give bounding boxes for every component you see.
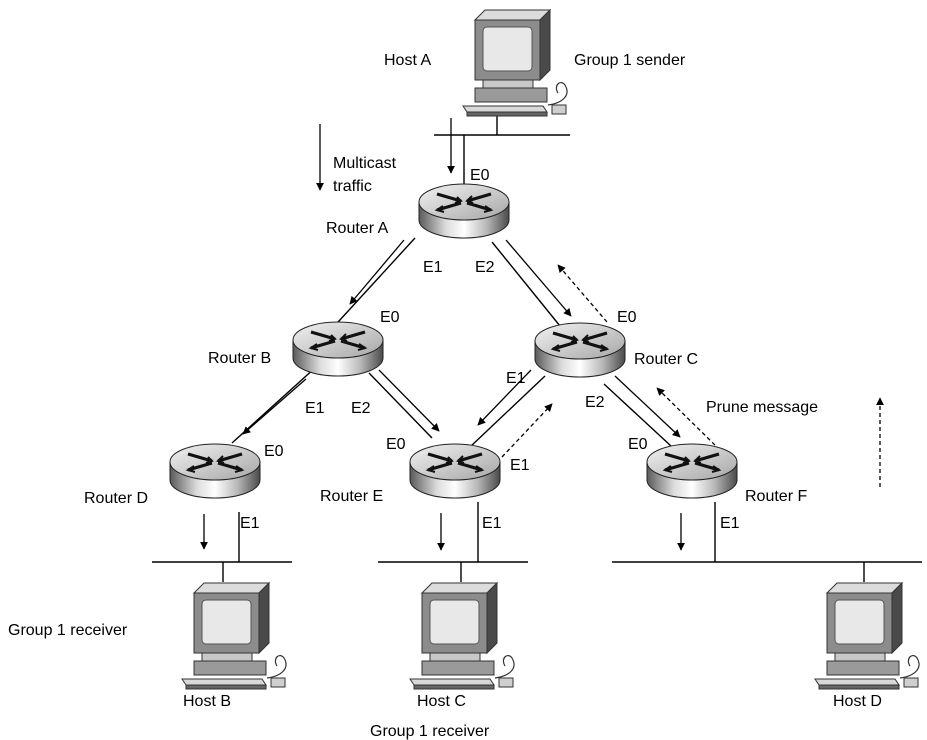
router-e-label: Router E <box>320 488 383 505</box>
prune-arrow-c-to-a <box>557 264 608 323</box>
router-a-label: Router A <box>326 220 389 237</box>
router-d-icon <box>168 442 262 500</box>
traffic-arrow-a-to-b <box>349 239 405 305</box>
router-c-e0-label: E0 <box>617 309 637 326</box>
host-b-computer-icon <box>181 582 287 690</box>
link-a-c <box>491 241 561 327</box>
link-a-b <box>327 237 416 334</box>
router-f-icon <box>645 442 739 500</box>
router-d-label: Router D <box>84 490 148 507</box>
router-c-icon <box>533 321 627 379</box>
legend-traffic-label-line1: Multicast <box>333 155 397 172</box>
link-b-d <box>231 366 317 444</box>
router-f-e0-label: E0 <box>628 436 648 453</box>
receiver-role-label-host-c: Group 1 receiver <box>370 723 490 740</box>
receiver-role-label-host-b: Group 1 receiver <box>8 622 128 639</box>
link-c-e <box>469 375 546 448</box>
traffic-arrow-c-to-f <box>614 375 681 438</box>
router-e-e1-side-label: E1 <box>510 457 530 474</box>
router-b-e2-label: E2 <box>351 400 371 417</box>
link-b-e <box>368 372 433 439</box>
traffic-arrow-c-to-e <box>477 369 532 426</box>
router-d-e1-label: E1 <box>240 515 260 532</box>
host-c-label: Host C <box>417 693 466 710</box>
router-a-e0-label: E0 <box>470 167 490 184</box>
router-b-e1-label: E1 <box>305 400 325 417</box>
router-d-e0-label: E0 <box>264 443 284 460</box>
router-b-label: Router B <box>208 350 271 367</box>
host-c-computer-icon <box>409 582 515 690</box>
router-c-e2-label: E2 <box>585 394 605 411</box>
router-c-label: Router C <box>634 351 698 368</box>
router-e-e0-label: E0 <box>386 436 406 453</box>
router-c-e1-label: E1 <box>506 370 526 387</box>
router-a-icon <box>417 182 511 240</box>
router-a-e1-label: E1 <box>423 259 443 276</box>
host-a-computer-icon <box>462 9 568 117</box>
traffic-arrow-a-to-c <box>505 239 572 317</box>
router-b-icon <box>291 320 385 378</box>
router-f-label: Router F <box>745 488 807 505</box>
router-f-e1-label: E1 <box>720 515 740 532</box>
router-e-icon <box>408 442 502 500</box>
host-b-label: Host B <box>183 693 231 710</box>
host-d-label: Host D <box>833 693 882 710</box>
traffic-arrow-b-to-d <box>242 378 307 435</box>
router-a-e2-label: E2 <box>475 259 495 276</box>
traffic-arrow-b-to-e <box>378 369 440 432</box>
router-e-e1-lan-label: E1 <box>482 515 502 532</box>
legend-traffic-label-line2: traffic <box>333 178 372 195</box>
sender-role-label: Group 1 sender <box>574 52 686 69</box>
legend-prune-label: Prune message <box>706 399 818 416</box>
link-c-f <box>603 383 672 447</box>
host-d-computer-icon <box>814 582 920 690</box>
host-a-label: Host A <box>384 52 431 69</box>
prune-arrow-f-to-c <box>656 387 721 451</box>
prune-arrow-e-to-c <box>501 403 553 458</box>
router-b-e0-label: E0 <box>380 309 400 326</box>
